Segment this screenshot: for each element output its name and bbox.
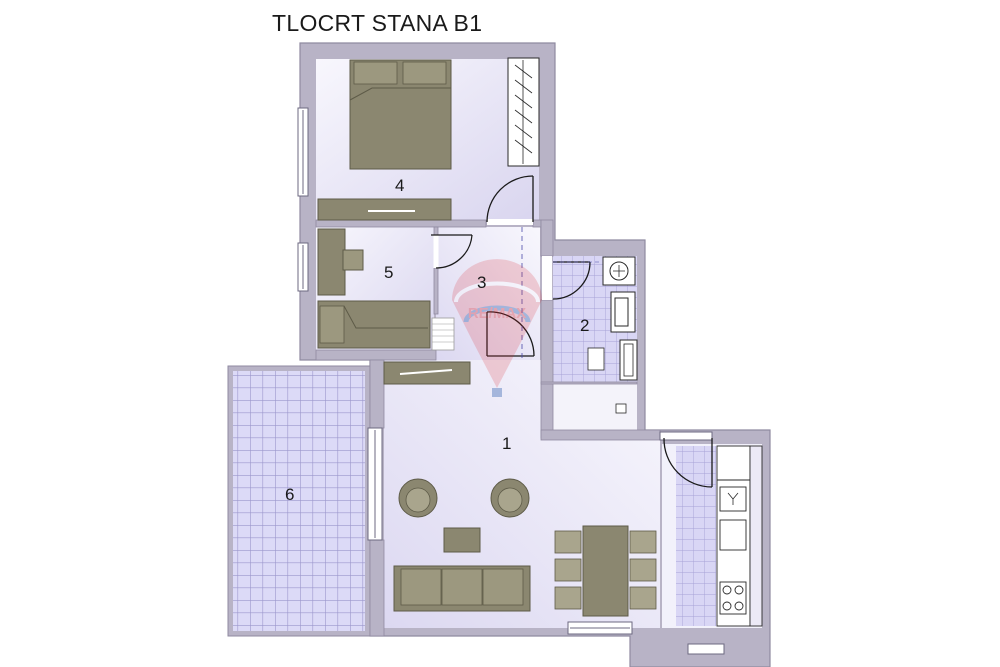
stove [719,581,747,615]
pillow-left [353,61,398,85]
watermark-text: RE/MAX [468,305,526,322]
sofa [393,565,531,612]
desk [317,228,346,296]
room-5-furniture [317,228,431,349]
room-4-label: 4 [395,176,404,195]
armchair-right [490,478,530,518]
utility-outlet [615,403,627,414]
armchair-left [398,478,438,518]
single-bed-pillow [319,305,345,344]
remax-watermark: RE/MAX [452,259,542,397]
toilet-tank [587,347,605,371]
door-living [486,311,535,357]
terrace [227,365,371,637]
doors [431,175,713,488]
room-1-label: 1 [502,434,511,453]
hall-cabinet [383,361,471,385]
room-labels: 4 5 3 2 1 6 [285,176,589,504]
bathroom-fixtures [553,256,638,414]
door-room-5 [431,234,473,269]
pillow-right [402,61,447,85]
dishwasher [719,519,747,551]
wardrobe [507,57,540,167]
dining-table [554,525,657,617]
room-2-label: 2 [580,316,589,335]
bedroom-cabinet [317,198,452,221]
windows [297,107,725,655]
plan-title: TLOCRT STANA B1 [272,10,483,36]
coffee-table [443,527,481,553]
bedroom-furniture [317,57,540,221]
window-kitchen [687,643,725,655]
desk-chair [342,249,364,271]
kitchen-tiles [676,446,716,626]
room-6-label: 6 [285,485,294,504]
door-room-4 [486,175,534,225]
room-5-label: 5 [384,263,393,282]
shoe-rack [431,317,455,351]
entrance-frame [659,431,713,441]
door-entrance [663,437,713,488]
fridge [749,445,763,627]
hall-furniture [383,227,523,385]
kitchen [716,445,763,627]
living-furniture [393,478,657,617]
room-3-label: 3 [477,273,486,292]
